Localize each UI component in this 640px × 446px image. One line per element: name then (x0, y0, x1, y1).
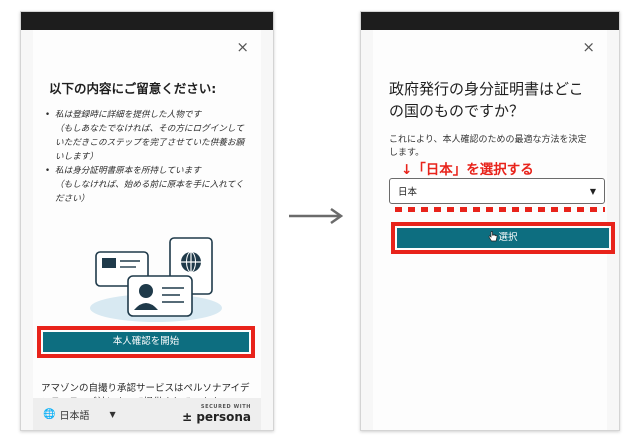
left-phone-screen: × 以下の内容にご留意ください: 私は登録時に詳細を提供した人物です （もしあな… (20, 11, 274, 431)
top-bar (21, 12, 273, 30)
list-item-note: （もしあなたでなければ、その方にログインしていただきこのステップを完了させていた… (55, 124, 245, 162)
persona-logo: SECURED WITH ± persona (182, 404, 251, 424)
instruction-annotation: ↓「日本」を選択する (401, 162, 534, 178)
right-phone-screen: × 政府発行の身分証明書はどこの国のものですか？ これにより、本人確認のための最… (360, 11, 620, 431)
list-item: 私は登録時に詳細を提供した人物です (45, 108, 251, 122)
modal-heading: 以下の内容にご留意ください: (49, 81, 217, 96)
dashed-highlight (395, 207, 605, 212)
cursor-hand-icon (489, 231, 498, 242)
requirements-list: 私は登録時に詳細を提供した人物です （もしあなたでなければ、その方にログインして… (45, 108, 251, 206)
id-documents-illustration (90, 237, 222, 322)
persona-logo-icon: ± (182, 410, 193, 424)
arrow-right-icon (289, 207, 344, 225)
id-card-icon (127, 275, 193, 317)
list-item: 私は身分証明書原本を所持しています (45, 164, 251, 178)
top-bar (361, 12, 619, 30)
persona-brand-name: persona (196, 410, 251, 424)
start-verification-button[interactable]: 本人確認を開始 (43, 332, 249, 352)
select-button-highlight (391, 222, 615, 254)
country-select-modal: × 政府発行の身分証明書はどこの国のものですか？ これにより、本人確認のための最… (373, 30, 615, 430)
country-select[interactable]: 日本 ▼ (389, 178, 605, 204)
selected-country: 日本 (398, 187, 418, 198)
select-button-label: 選択 (498, 232, 518, 243)
language-selector[interactable]: 🌐 日本語 ▼ (43, 407, 116, 422)
chevron-down-icon: ▼ (589, 186, 596, 196)
modal-description: これにより、本人確認のための最適な方法を決定します。 (389, 135, 587, 158)
select-button[interactable]: 選択 (397, 228, 609, 248)
close-icon[interactable]: × (236, 38, 249, 56)
start-button-highlight (37, 326, 255, 358)
chevron-down-icon: ▼ (109, 409, 116, 419)
globe-icon: 🌐 (43, 408, 56, 420)
footer-bar: 🌐 日本語 ▼ SECURED WITH ± persona (33, 398, 261, 430)
secured-with-label: SECURED WITH (200, 404, 251, 410)
close-icon[interactable]: × (582, 38, 595, 56)
instructions-modal: × 以下の内容にご留意ください: 私は登録時に詳細を提供した人物です （もしあな… (33, 30, 261, 430)
language-label: 日本語 (59, 410, 90, 422)
list-item-note: （もしなければ、始める前に原本を手に入れてください） (55, 180, 244, 204)
modal-heading: 政府発行の身分証明書はどこの国のものですか？ (389, 80, 584, 120)
